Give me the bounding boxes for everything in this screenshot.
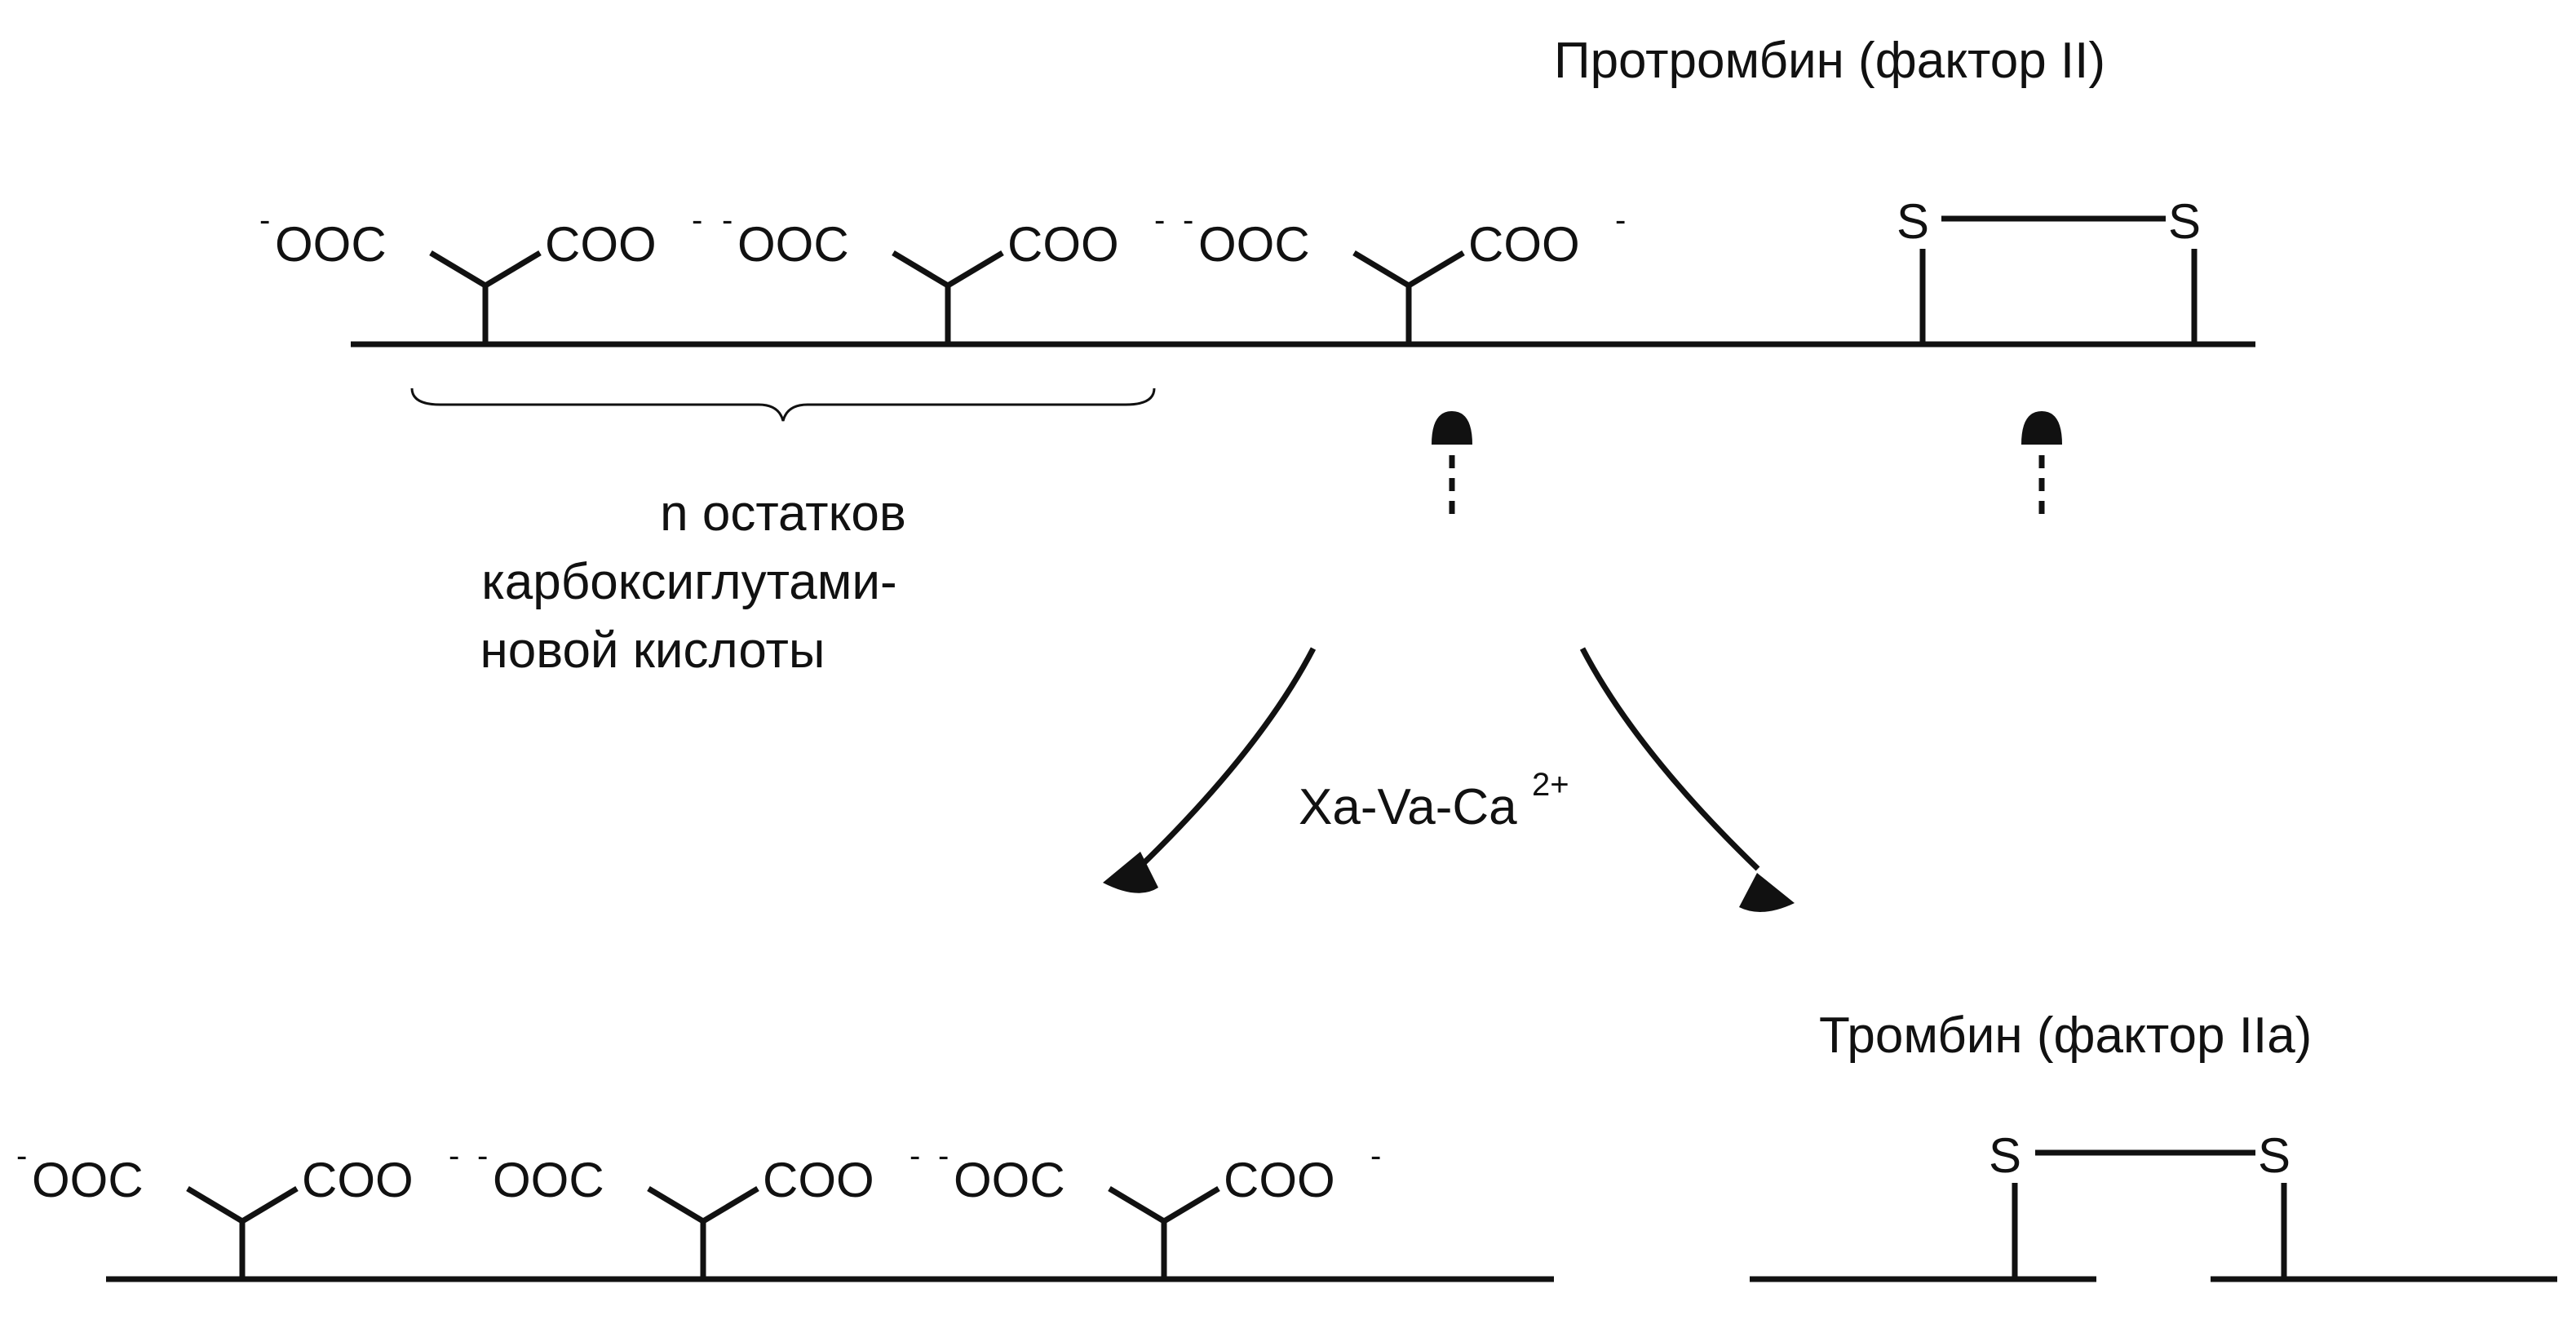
gla-residue-top-1: - OOC COO -	[259, 202, 702, 344]
disulfide-bridge-bottom: S S	[1989, 1128, 2291, 1279]
prothrombin-title: Протромбин (фактор II)	[1554, 33, 2105, 89]
ooc-group-label: OOC	[1198, 217, 1310, 272]
sulfur-atom-label: S	[2258, 1128, 2291, 1183]
coo-group-label: COO	[1468, 217, 1580, 272]
sulfur-atom-label: S	[1897, 194, 1929, 249]
sulfur-atom-label: S	[2168, 194, 2201, 249]
charge-label: -	[938, 1138, 949, 1174]
coo-group-label: COO	[763, 1153, 874, 1207]
gla-residue-top-3: - OOC COO -	[1183, 202, 1626, 344]
charge-label: -	[910, 1138, 920, 1174]
charge-label: -	[449, 1138, 459, 1174]
charge-label: -	[692, 202, 702, 238]
gla-count-label-line3: новой кислоты	[480, 622, 825, 679]
coo-group-label: COO	[302, 1153, 414, 1207]
ooc-group-label: OOC	[493, 1153, 604, 1207]
coo-group-label: COO	[545, 217, 657, 272]
thrombin-title: Тромбин (фактор IIa)	[1819, 1007, 2312, 1064]
ooc-group-label: OOC	[32, 1153, 144, 1207]
charge-label: -	[259, 202, 270, 238]
charge-label: -	[1370, 1138, 1381, 1174]
gla-residue-top-2: - OOC COO -	[722, 202, 1165, 344]
charge-label: -	[1615, 202, 1626, 238]
coo-group-label: COO	[1224, 1153, 1335, 1207]
reaction-arrow-right	[1579, 647, 1795, 912]
gla-residue-bottom-1: - OOC COO -	[16, 1138, 459, 1279]
cleavage-site-marker-2	[2021, 411, 2062, 522]
gla-residue-bottom-2: - OOC COO -	[477, 1138, 920, 1279]
charge-label: -	[722, 202, 733, 238]
coo-group-label: COO	[1007, 217, 1119, 272]
catalyst-label: Xa-Va-Ca	[1299, 779, 1517, 835]
gla-residue-bottom-3: - OOC COO -	[938, 1138, 1381, 1279]
catalyst-superscript: 2+	[1532, 767, 1569, 803]
ooc-group-label: OOC	[275, 217, 387, 272]
reaction-arrow-left	[1103, 647, 1317, 893]
charge-label: -	[1154, 202, 1165, 238]
gla-count-label-line1: n остатков	[660, 485, 906, 542]
ooc-group-label: OOC	[737, 217, 849, 272]
ooc-group-label: OOC	[954, 1153, 1065, 1207]
charge-label: -	[477, 1138, 488, 1174]
sulfur-atom-label: S	[1989, 1128, 2021, 1183]
gla-count-label-line2: карбоксиглутами-	[481, 554, 896, 610]
charge-label: -	[1183, 202, 1193, 238]
disulfide-bridge-top: S S	[1897, 194, 2201, 344]
charge-label: -	[16, 1138, 27, 1174]
cleavage-site-marker-1	[1432, 411, 1472, 522]
gla-residues-brace	[410, 387, 1156, 422]
